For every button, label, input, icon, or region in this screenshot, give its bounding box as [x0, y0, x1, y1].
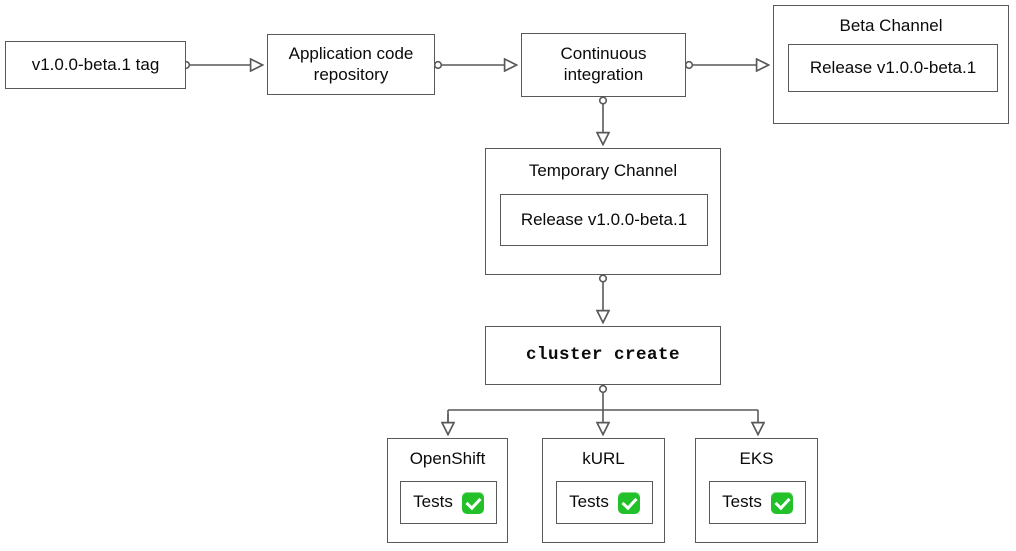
edge-source-dot — [598, 274, 608, 283]
green-check-icon — [617, 491, 640, 514]
node-temporary-channel-release-label: Release v1.0.0-beta.1 — [520, 209, 688, 229]
node-openshift-tests[interactable]: Tests — [400, 481, 497, 524]
node-continuous-integration[interactable]: Continuous integration — [521, 33, 686, 97]
green-check-icon — [770, 491, 793, 514]
node-application-code-repository-label: Application code repository — [288, 43, 414, 84]
node-kurl-tests[interactable]: Tests — [556, 481, 653, 524]
node-temporary-channel-release[interactable]: Release v1.0.0-beta.1 — [500, 194, 708, 246]
openshift-tests-row: Tests — [413, 491, 484, 514]
node-eks[interactable]: EKS Tests — [695, 438, 818, 543]
node-cluster-create-label: cluster create — [525, 344, 681, 365]
edge-source-dot — [598, 96, 608, 105]
node-temporary-channel[interactable]: Temporary Channel Release v1.0.0-beta.1 — [485, 148, 721, 275]
edge-cluster-create-bus — [447, 392, 758, 434]
edge-source-dot — [684, 60, 694, 70]
green-check-icon — [461, 491, 484, 514]
node-eks-tests[interactable]: Tests — [709, 481, 806, 524]
node-cluster-create[interactable]: cluster create — [485, 326, 721, 385]
node-continuous-integration-label: Continuous integration — [560, 44, 647, 84]
node-beta-channel[interactable]: Beta Channel Release v1.0.0-beta.1 — [773, 5, 1009, 124]
node-application-code-repository[interactable]: Application code repository — [267, 34, 435, 95]
node-temporary-channel-title: Temporary Channel — [528, 161, 678, 180]
node-beta-channel-release[interactable]: Release v1.0.0-beta.1 — [788, 44, 998, 92]
node-beta-channel-release-label: Release v1.0.0-beta.1 — [809, 57, 977, 77]
node-kurl[interactable]: kURL Tests — [542, 438, 665, 543]
edge-source-dot — [433, 60, 443, 70]
node-kurl-title: kURL — [582, 449, 625, 468]
node-openshift[interactable]: OpenShift Tests — [387, 438, 508, 543]
eks-tests-row: Tests — [722, 491, 793, 514]
kurl-tests-label: Tests — [569, 492, 609, 512]
kurl-tests-row: Tests — [569, 491, 640, 514]
node-tag-label: v1.0.0-beta.1 tag — [31, 54, 160, 74]
node-openshift-title: OpenShift — [409, 449, 486, 468]
eks-tests-label: Tests — [722, 492, 762, 512]
node-tag[interactable]: v1.0.0-beta.1 tag — [5, 41, 186, 89]
node-beta-channel-title: Beta Channel — [839, 16, 943, 35]
node-eks-title: EKS — [739, 449, 774, 468]
edge-source-dot — [598, 384, 608, 394]
openshift-tests-label: Tests — [413, 492, 453, 512]
